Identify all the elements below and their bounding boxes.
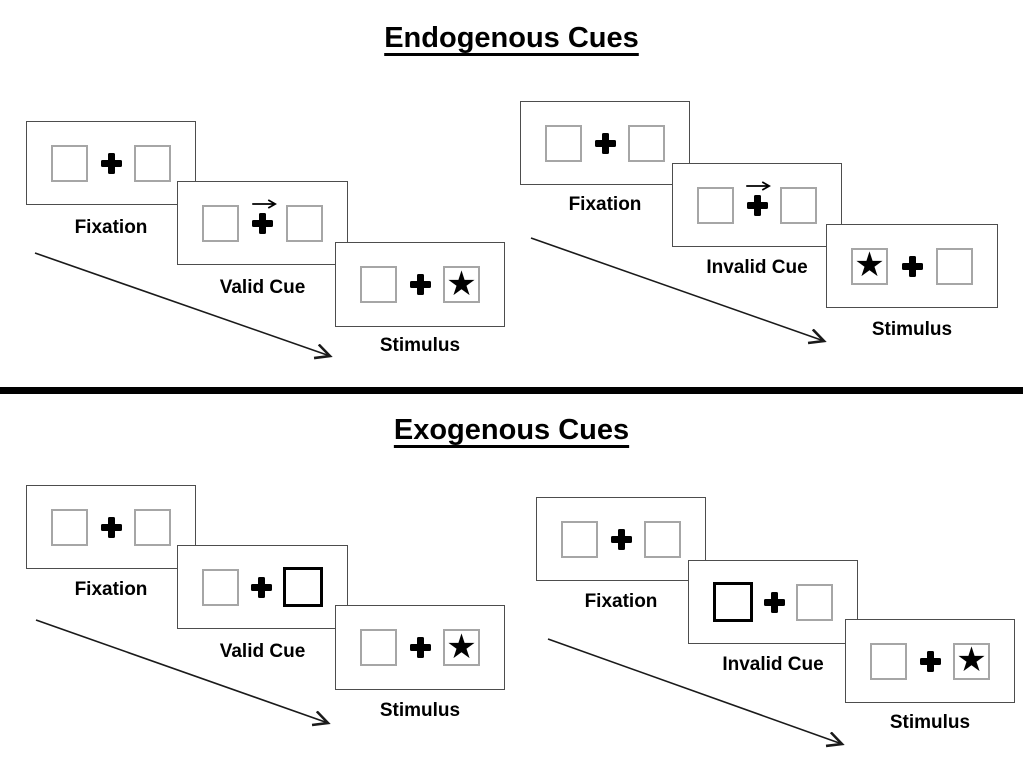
fixation-cross-icon [919, 650, 941, 672]
panel-label: Invalid Cue [706, 257, 808, 278]
section-title-endogenous: Endogenous Cues [384, 22, 639, 54]
left-box [360, 629, 397, 666]
fixation-panel [536, 497, 706, 581]
star-icon: ★ [446, 627, 477, 666]
fixation-cross-icon [252, 212, 273, 234]
left-box [51, 144, 88, 182]
panel-label: Valid Cue [219, 277, 306, 298]
fixation-cross-icon [901, 255, 923, 277]
cue-arrow-right-icon [746, 180, 771, 191]
right-box-star: ★ [443, 266, 480, 303]
invalid-cue-panel [688, 560, 858, 644]
stimulus-panel: ★ [826, 224, 998, 308]
fixation-cross-icon [409, 274, 431, 295]
right-box [286, 204, 323, 242]
panel-label: Fixation [584, 591, 658, 612]
fixation-cross-icon [746, 194, 768, 216]
fixation-cross-icon [100, 516, 122, 538]
star-icon: ★ [446, 264, 477, 303]
fixation-cross-icon [610, 528, 632, 550]
star-icon: ★ [956, 641, 987, 679]
panel-label: Stimulus [379, 700, 461, 721]
panel-label: Stimulus [871, 319, 953, 340]
timeline-arrow [547, 638, 842, 744]
right-box [628, 124, 665, 162]
left-box [870, 642, 907, 680]
cue-arrow-right-icon [251, 198, 277, 209]
right-box [796, 583, 833, 621]
star-icon: ★ [854, 246, 885, 284]
right-box [134, 144, 171, 182]
fixation-cross-icon [250, 576, 272, 598]
fixation-cross-icon [764, 591, 785, 613]
fixation-panel [26, 121, 196, 205]
fixation-panel [26, 485, 196, 569]
fixation-cross-icon [409, 637, 431, 658]
panel-label: Fixation [568, 194, 642, 215]
panel-label: Invalid Cue [722, 654, 824, 675]
panel-label: Fixation [74, 579, 148, 600]
fixation-cross-icon [594, 132, 616, 154]
right-box [134, 508, 171, 546]
left-box-star: ★ [851, 246, 888, 285]
left-box [360, 266, 397, 303]
panel-label: Stimulus [889, 712, 971, 733]
left-box-highlighted-cue [713, 582, 753, 622]
valid-cue-panel [177, 181, 348, 265]
left-box [561, 520, 598, 558]
panel-label: Valid Cue [219, 641, 306, 662]
right-box [644, 520, 681, 558]
left-box [545, 124, 582, 162]
invalid-cue-panel [672, 163, 842, 247]
right-box-star: ★ [443, 629, 480, 666]
right-box [780, 186, 817, 224]
panel-label: Stimulus [379, 335, 461, 356]
right-box-star: ★ [953, 641, 990, 680]
right-box-highlighted-cue [283, 567, 323, 607]
section-title-exogenous: Exogenous Cues [393, 414, 630, 446]
fixation-panel [520, 101, 690, 185]
panel-label: Fixation [74, 217, 148, 238]
fixation-cross-icon [100, 152, 122, 174]
left-box [697, 186, 734, 224]
right-box [936, 247, 973, 285]
left-box [202, 568, 239, 606]
timeline-arrow [35, 619, 328, 723]
valid-cue-panel [177, 545, 348, 629]
left-box [51, 508, 88, 546]
left-box [202, 204, 239, 242]
timeline-arrow [34, 252, 330, 356]
section-divider [0, 387, 1023, 394]
stimulus-panel: ★ [335, 605, 505, 690]
stimulus-panel: ★ [845, 619, 1015, 703]
stimulus-panel: ★ [335, 242, 505, 327]
timeline-arrow [530, 237, 824, 341]
